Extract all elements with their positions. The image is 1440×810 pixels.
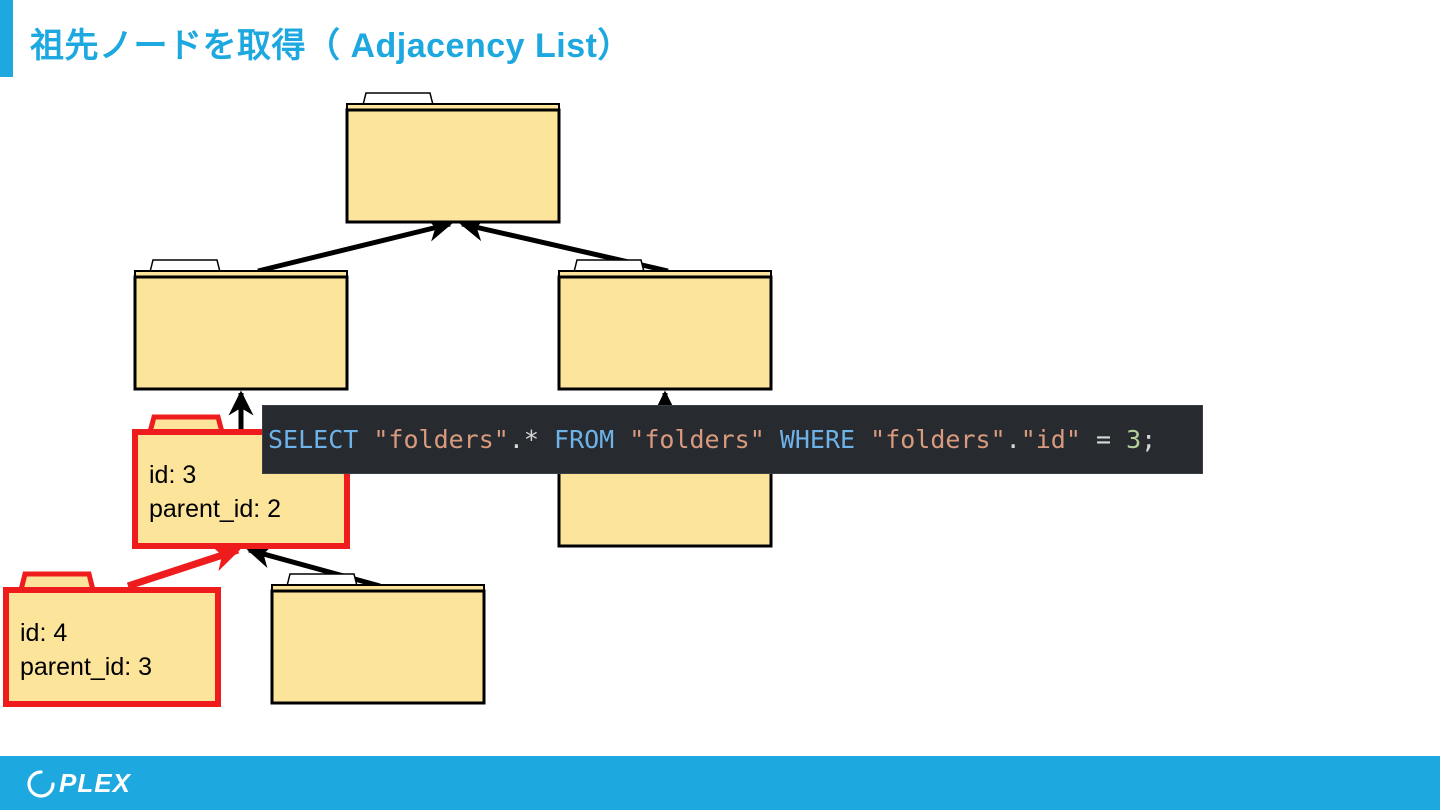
plex-logo-icon: [27, 769, 55, 798]
sql-table-string: "folders": [870, 425, 1006, 454]
sql-keyword-from: FROM: [554, 425, 615, 454]
plex-logo: PLEX: [26, 768, 131, 799]
page-title: 祖先ノードを取得（ Adjacency List）: [30, 27, 632, 65]
folder-level4-sibling: [270, 573, 486, 705]
sql-table-string: "folders": [629, 425, 765, 454]
sql-number: 3: [1126, 425, 1142, 454]
folder-level2-right: [557, 259, 773, 391]
sql-dot: .: [1005, 425, 1021, 454]
id4-label: id: 4 parent_id: 3: [20, 616, 152, 684]
id3-id-text: id: 3: [149, 461, 197, 489]
sql-star: .*: [508, 425, 539, 454]
folder-level2-left: [133, 259, 349, 391]
id3-label: id: 3 parent_id: 2: [149, 458, 281, 526]
id3-parent-text: parent_id: 2: [149, 495, 282, 523]
title-accent-bar: [0, 0, 13, 77]
id4-id-text: id: 4: [20, 619, 68, 647]
edge-id4-to-id3: [126, 544, 241, 590]
sql-equals: =: [1095, 425, 1112, 454]
sql-column-string: "id": [1020, 425, 1081, 454]
sql-keyword-select: SELECT: [268, 425, 359, 454]
sql-code-block: SELECT "folders".* FROM "folders" WHERE …: [262, 405, 1203, 474]
folder-id4-highlighted: [3, 571, 221, 707]
id4-parent-text: parent_id: 3: [20, 653, 153, 681]
sql-keyword-where: WHERE: [779, 425, 856, 454]
footer-bar: PLEX: [0, 756, 1440, 810]
folder-root: [345, 92, 561, 224]
sql-semicolon: ;: [1141, 425, 1157, 454]
edge-sibling-to-id3: [246, 543, 381, 589]
edge-left-to-root: [257, 217, 453, 274]
plex-logo-text: PLEX: [59, 768, 131, 798]
sql-table-string: "folders": [373, 425, 509, 454]
